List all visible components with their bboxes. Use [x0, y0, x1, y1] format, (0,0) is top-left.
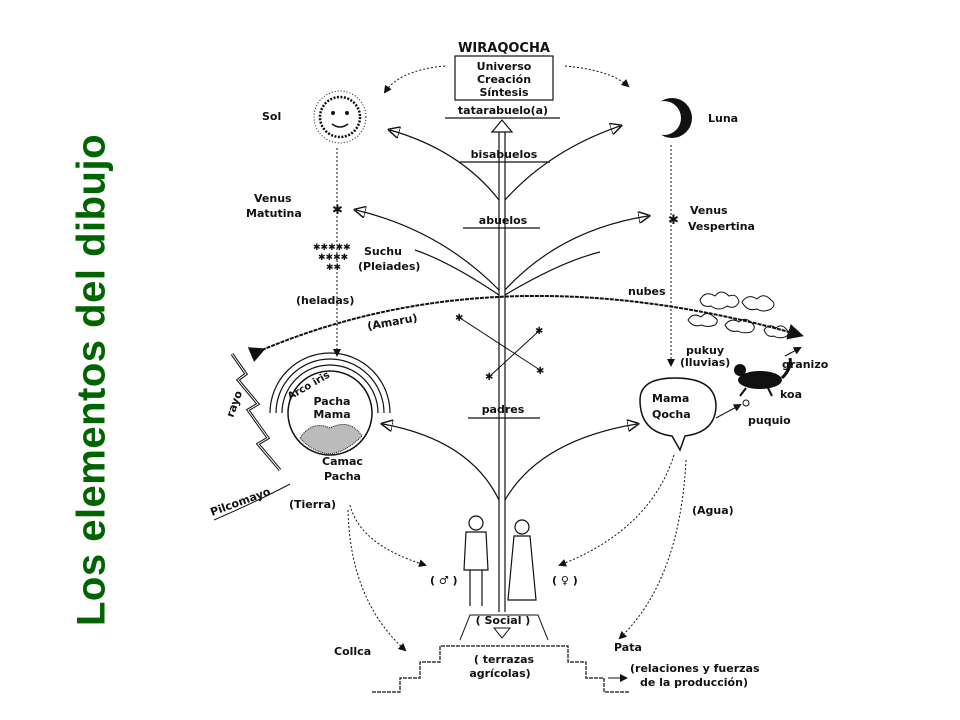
relaciones-line-2: de la producción) — [640, 676, 748, 689]
granizo-arrow — [784, 347, 802, 357]
social-label: ( Social ) — [476, 614, 531, 627]
mama-qocha-line-2: Qocha — [652, 408, 691, 421]
clouds-icon — [687, 291, 789, 339]
box-line-1: Universo — [477, 60, 532, 73]
pacha-mama-circle — [287, 370, 373, 456]
suchu-line-1: Suchu — [364, 245, 402, 258]
male-symbol: ( ♂ ) — [430, 574, 458, 587]
man-figure-icon — [463, 515, 489, 606]
sol-label: Sol — [262, 110, 281, 123]
social-arc — [459, 614, 549, 641]
rainbow-arc-1 — [281, 364, 379, 414]
female-symbol: ( ♀ ) — [552, 574, 578, 587]
abuelos-label: abuelos — [479, 214, 528, 227]
branch-middle-left — [356, 210, 500, 291]
social-arrow — [492, 627, 512, 639]
bisabuelos-label: bisabuelos — [471, 148, 538, 161]
cross-line-2 — [489, 329, 541, 377]
flow-agua-female — [558, 454, 675, 567]
earth-mound — [299, 423, 363, 455]
cross-star-3: ✱ — [485, 372, 493, 383]
lightning-icon-inner — [231, 353, 281, 471]
pilcomayo-label: Pilcomayo — [209, 485, 273, 519]
camac-pacha-line-2: Pacha — [324, 470, 361, 483]
flow-agua-pata — [618, 459, 687, 640]
branch-upper-right — [504, 126, 620, 201]
woman-figure-icon — [507, 519, 537, 601]
branch-middle-right — [504, 216, 648, 291]
cross-star-2: ✱ — [535, 326, 543, 337]
flow-tierra-male — [349, 504, 427, 568]
arc-to-luna — [564, 65, 630, 88]
collca-label: Collca — [334, 645, 371, 658]
venus-matutina-star: ✱ — [332, 203, 343, 218]
branch-padres-right — [504, 424, 637, 501]
trunk-arrow — [490, 119, 514, 133]
amaru-arc — [247, 294, 804, 363]
puquio-label: puquio — [748, 414, 791, 427]
venus-matutina-line-2: Matutina — [246, 207, 302, 220]
sun-icon — [313, 90, 367, 144]
granizo-label: granizo — [782, 358, 829, 371]
pukuy-line-1: pukuy — [686, 344, 724, 357]
pleiades-stars-3: ✱✱ — [326, 263, 341, 273]
arc-to-sol — [383, 65, 446, 94]
box-line-3: Síntesis — [479, 86, 529, 99]
box-line-2: Creación — [477, 73, 531, 86]
rainbow-arc-3 — [269, 352, 391, 414]
moon-icon — [647, 98, 692, 138]
pilcomayo-river — [213, 483, 291, 521]
pacha-mama-line-1: Pacha — [314, 395, 351, 408]
agua-label: (Agua) — [692, 504, 734, 517]
tierra-label: (Tierra) — [289, 498, 336, 511]
cross-star-4: ✱ — [536, 366, 544, 377]
wiraqocha-box — [454, 55, 554, 101]
venus-matutina-line-1: Venus — [254, 192, 292, 205]
rainbow-arc-2 — [275, 358, 385, 414]
pacha-mama-line-2: Mama — [313, 408, 350, 421]
terrazas-line-2: agrícolas) — [469, 667, 530, 680]
terrazas-line-1: ( terrazas — [474, 653, 535, 666]
cross-line-1 — [459, 317, 541, 371]
branch-low-left — [414, 249, 500, 296]
relaciones-line-1: (relaciones y fuerzas — [630, 662, 760, 675]
venus-vespertina-line-1: Venus — [690, 204, 728, 217]
mama-qocha-bubble — [639, 377, 717, 452]
camac-pacha-line-1: Camac — [322, 455, 363, 468]
padres-label: padres — [482, 403, 525, 416]
branch-upper-left — [390, 130, 500, 201]
branch-padres-left — [383, 424, 500, 501]
lightning-icon — [230, 353, 282, 471]
nubes-label: nubes — [628, 285, 666, 298]
pata-label: Pata — [614, 641, 642, 654]
branch-low-right — [504, 251, 601, 296]
puquio-arrow — [715, 404, 742, 419]
heladas-label: (heladas) — [296, 294, 354, 307]
koa-cat-icon — [734, 357, 792, 397]
wiraqocha-title: WIRAQOCHA — [458, 41, 550, 56]
tatarabuelo-label: tatarabuelo(a) — [458, 104, 548, 117]
pukuy-line-2: (lluvias) — [680, 356, 730, 369]
puquio-spring-icon — [742, 399, 750, 407]
pleiades-stars-2: ✱✱✱✱ — [318, 253, 348, 263]
suchu-line-2: (Pleiades) — [358, 260, 420, 273]
rayo-label: rayo — [224, 389, 246, 419]
pleiades-stars: ✱✱✱✱✱ — [313, 243, 351, 253]
luna-label: Luna — [708, 112, 738, 125]
koa-label: koa — [780, 388, 802, 401]
terraces — [372, 645, 630, 693]
flow-tierra-collca — [347, 509, 407, 652]
mama-qocha-line-1: Mama — [652, 392, 689, 405]
venus-vespertina-line-2: Vespertina — [688, 220, 755, 233]
venus-vespertina-star: ✱ — [668, 213, 679, 228]
cross-star-1: ✱ — [455, 313, 463, 324]
